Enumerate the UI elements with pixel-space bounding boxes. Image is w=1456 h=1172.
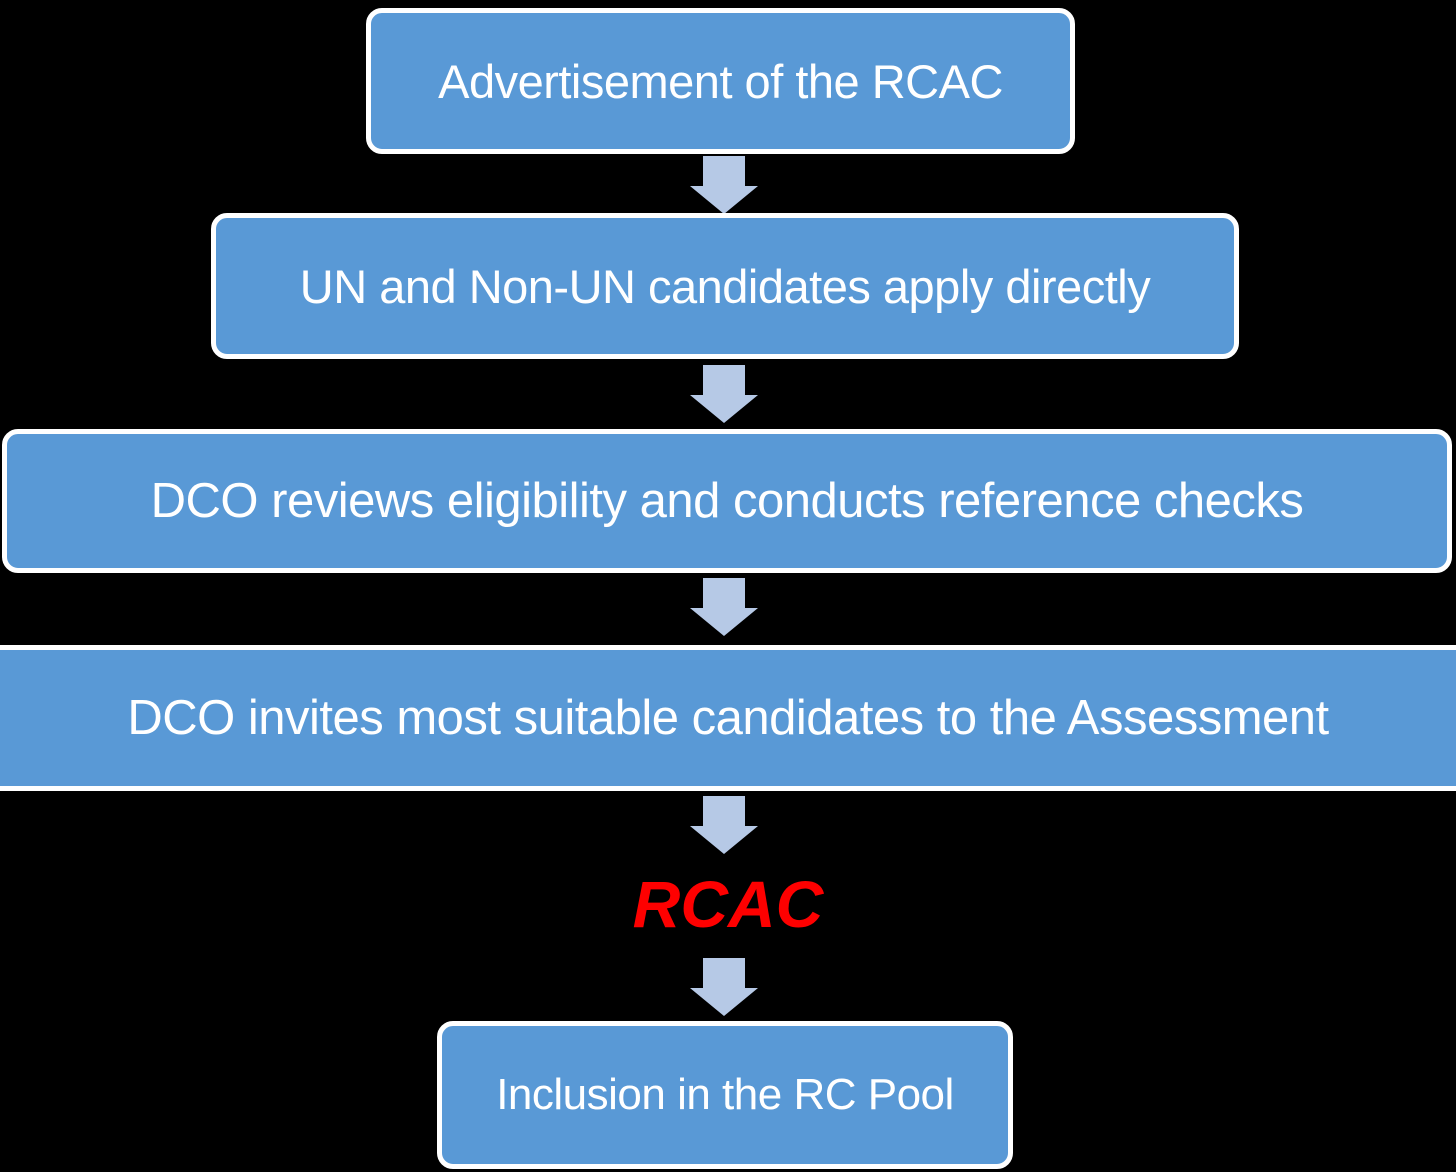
flow-step-assessment-invite: DCO invites most suitable candidates to … xyxy=(0,645,1456,791)
flow-step-eligibility-review: DCO reviews eligibility and conducts ref… xyxy=(2,429,1452,573)
down-arrow-icon xyxy=(690,578,758,636)
flow-step-rc-pool-inclusion: Inclusion in the RC Pool xyxy=(437,1021,1013,1169)
flow-step-label: RCAC xyxy=(632,867,824,941)
flow-step-rcac-highlight: RCAC xyxy=(0,862,1456,946)
flow-step-label: DCO invites most suitable candidates to … xyxy=(127,691,1329,745)
down-arrow-icon xyxy=(690,796,758,854)
flow-step-label: UN and Non-UN candidates apply directly xyxy=(299,259,1151,313)
flow-step-label: Inclusion in the RC Pool xyxy=(496,1070,954,1119)
flow-step-apply: UN and Non-UN candidates apply directly xyxy=(211,213,1239,359)
down-arrow-icon xyxy=(690,156,758,214)
flow-step-label: Advertisement of the RCAC xyxy=(438,54,1003,108)
flow-step-advertisement: Advertisement of the RCAC xyxy=(366,8,1075,154)
down-arrow-icon xyxy=(690,958,758,1016)
down-arrow-icon xyxy=(690,365,758,423)
flow-step-label: DCO reviews eligibility and conducts ref… xyxy=(150,474,1304,528)
